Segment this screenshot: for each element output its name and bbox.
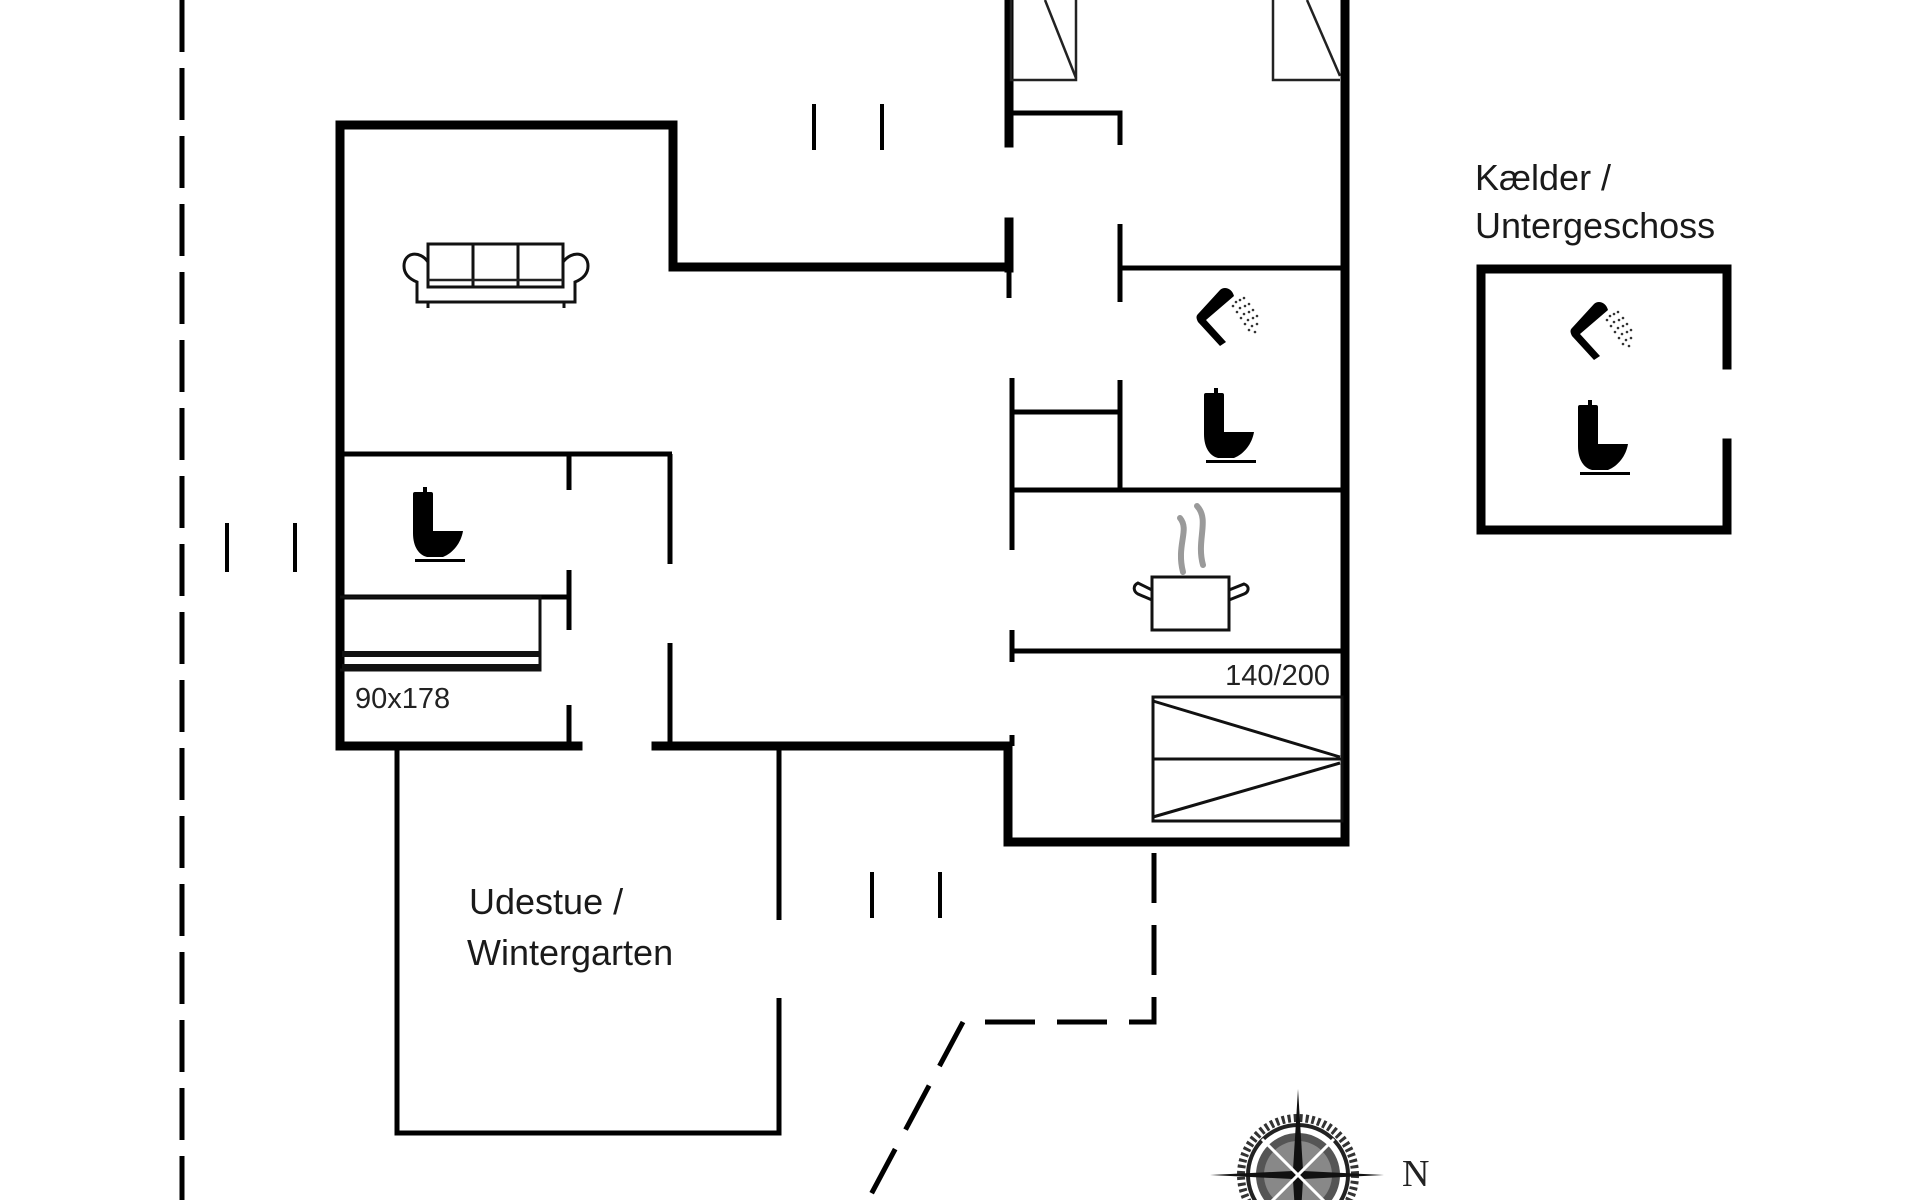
property-boundary [179, 0, 1157, 1200]
wall-living-outer [335, 120, 1013, 751]
shower-icon [1196, 288, 1259, 346]
toilet-icon [413, 487, 465, 562]
bathroom-icons [1196, 288, 1259, 463]
bed-stripe [342, 664, 540, 671]
bed-single-size: 90x178 [355, 683, 450, 715]
pot-body [1150, 575, 1231, 632]
sunroom-label-line1: Udestue / [469, 881, 623, 922]
bed-top-right [1271, 0, 1340, 82]
bed-single: 90x178 [340, 595, 542, 715]
pot-handle-left [1132, 581, 1153, 602]
basement-walls [1476, 264, 1732, 535]
bed-single-frame [340, 595, 542, 672]
compass-diagonal [1270, 1137, 1336, 1200]
bed-double: 140/200 [1151, 660, 1344, 823]
exterior-walls [335, 0, 1350, 847]
top-beds [1009, 0, 1342, 82]
wall-bottom-right [651, 0, 1350, 847]
compass-east-point [1298, 1171, 1384, 1179]
cooking-pot-icon [1132, 503, 1250, 632]
steam-wisp [1177, 515, 1187, 575]
sunroom-walls [394, 746, 782, 1136]
sunroom-label-line2: Wintergarten [467, 932, 673, 973]
sunroom: Udestue / Wintergarten [394, 746, 782, 1136]
bed-stripe [342, 651, 540, 657]
basement: Kælder / Untergeschoss [1475, 157, 1732, 535]
step-markers [225, 104, 942, 918]
bed-top-left [1009, 0, 1078, 82]
compass-west-point [1210, 1171, 1298, 1179]
bed-pillow-line [1152, 699, 1341, 759]
wall-hall-closet [1009, 110, 1123, 145]
compass-south-point [1293, 1175, 1303, 1200]
bed-pillow-line [1043, 0, 1078, 79]
toilet-icon [1204, 388, 1256, 463]
sofa-frame [402, 252, 590, 304]
bed-pillow-line [1305, 0, 1342, 77]
bed-pillow-line [1152, 761, 1341, 819]
compass-north-point [1293, 1089, 1303, 1175]
steam-wisp [1194, 503, 1206, 568]
basement-label-line1: Kælder / [1475, 157, 1611, 198]
compass-rose-icon [1210, 1089, 1384, 1200]
north-label: N [1402, 1153, 1429, 1195]
shower-icon [1570, 302, 1633, 360]
terrace-outline-dashed [865, 853, 1157, 1200]
toilet-icon [1578, 400, 1630, 475]
pot-handle-right [1228, 582, 1250, 602]
bed-double-size: 140/200 [1225, 660, 1330, 692]
sofa-icon [402, 242, 590, 308]
basement-label-line2: Untergeschoss [1475, 205, 1715, 246]
sofa-back [426, 242, 565, 289]
